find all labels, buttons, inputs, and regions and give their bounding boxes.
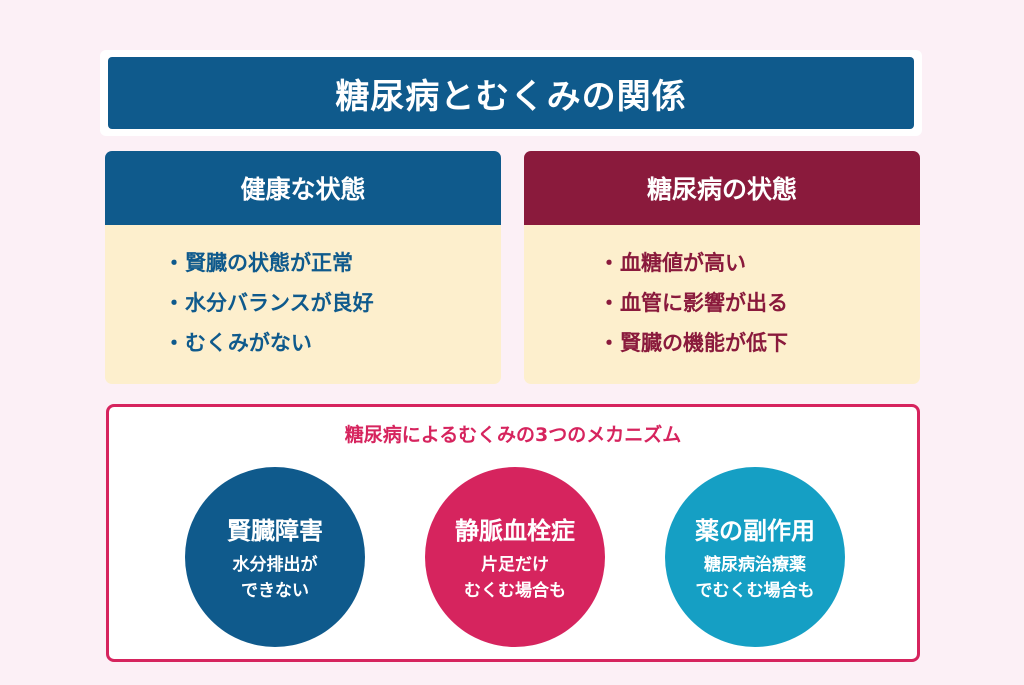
healthy-state-list: ・賢臓の状態が正常 ・水分バランスが良好 ・むくみがない: [105, 243, 501, 363]
healthy-state-list-area: ・賢臓の状態が正常 ・水分バランスが良好 ・むくみがない: [105, 225, 501, 384]
list-item-text: むくみがない: [185, 331, 312, 355]
page-title: 糖尿病とむくみの関係: [108, 57, 914, 129]
list-item: ・むくみがない: [105, 323, 501, 363]
list-item: ・水分バランスが良好: [105, 283, 501, 323]
mechanism-line: 水分排出が: [232, 554, 318, 575]
healthy-state-panel: 健康な状態 ・賢臓の状態が正常 ・水分バランスが良好 ・むくみがない: [105, 151, 501, 384]
title-banner: 糖尿病とむくみの関係: [100, 50, 922, 136]
mechanism-side-effect-circle: 薬の副作用 糖尿病治療薬 でむくむ場合も: [665, 467, 845, 647]
list-item-text: 賢臓の状態が正常: [185, 251, 353, 275]
mechanism-title: 薬の副作用: [695, 516, 815, 545]
bullet-icon: ・: [598, 251, 620, 275]
bullet-icon: ・: [598, 331, 620, 355]
mechanism-line: できない: [241, 580, 309, 601]
bullet-icon: ・: [163, 331, 185, 355]
list-item: ・賢臓の機能が低下: [524, 323, 920, 363]
mechanism-kidney-circle: 賢臓障害 水分排出が できない: [185, 467, 365, 647]
bullet-icon: ・: [163, 291, 185, 315]
mechanism-line: 片足だけ: [481, 554, 549, 575]
list-item-text: 血管に影響が出る: [620, 291, 788, 315]
list-item-text: 血糖値が高い: [620, 251, 746, 275]
list-item: ・血管に影響が出る: [524, 283, 920, 323]
diabetic-state-panel: 糖尿病の状態 ・血糖値が高い ・血管に影響が出る ・賢臓の機能が低下: [524, 151, 920, 384]
list-item: ・血糖値が高い: [524, 243, 920, 283]
list-item-text: 賢臓の機能が低下: [620, 331, 788, 355]
healthy-state-heading: 健康な状態: [105, 151, 501, 225]
mechanism-title: 賢臓障害: [227, 516, 323, 545]
mechanisms-title: 糖尿病によるむくみの3つのメカニズム: [344, 424, 682, 446]
list-item: ・賢臓の状態が正常: [105, 243, 501, 283]
mechanisms-box: 糖尿病によるむくみの3つのメカニズム 賢臓障害 水分排出が できない 静脈血栓症…: [106, 404, 920, 662]
mechanism-line: むくむ場合も: [464, 580, 566, 601]
diabetic-state-heading: 糖尿病の状態: [524, 151, 920, 225]
mechanism-thrombosis-circle: 静脈血栓症 片足だけ むくむ場合も: [425, 467, 605, 647]
list-item-text: 水分バランスが良好: [185, 291, 374, 315]
diabetic-state-list: ・血糖値が高い ・血管に影響が出る ・賢臓の機能が低下: [524, 243, 920, 363]
mechanism-line: 糖尿病治療薬: [704, 554, 806, 575]
bullet-icon: ・: [163, 251, 185, 275]
mechanism-line: でむくむ場合も: [695, 580, 815, 601]
mechanism-title: 静脈血栓症: [455, 516, 575, 545]
bullet-icon: ・: [598, 291, 620, 315]
diabetic-state-list-area: ・血糖値が高い ・血管に影響が出る ・賢臓の機能が低下: [524, 225, 920, 384]
